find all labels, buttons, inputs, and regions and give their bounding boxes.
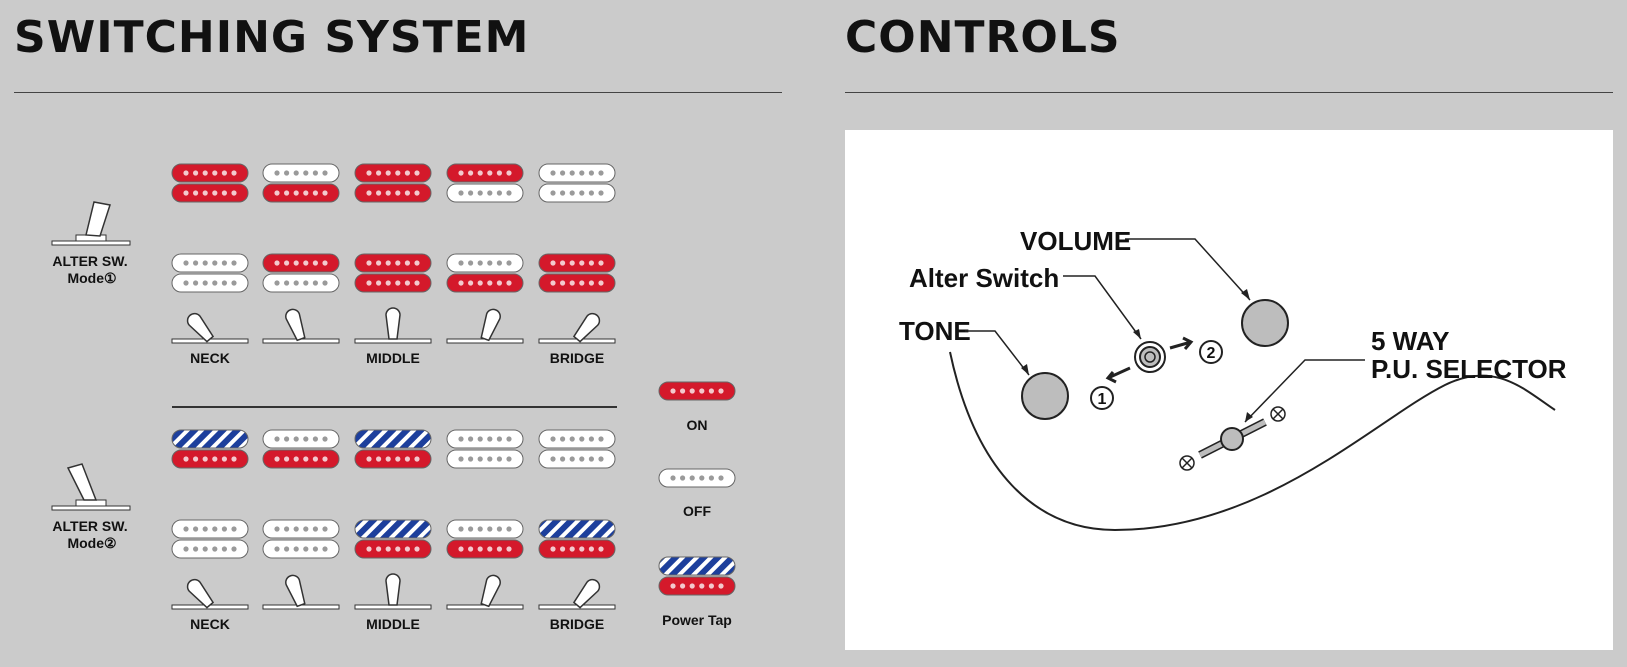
mode2-position-label-bridge: BRIDGE — [550, 616, 604, 632]
mode1-row2-pickup-2-bottom-coil — [262, 273, 340, 293]
mode1-selector-position-4-icon — [446, 308, 524, 344]
legend-off-label: OFF — [683, 503, 711, 519]
mode1-selector-position-1-icon — [171, 312, 249, 344]
mode1-selector-position-5-icon — [538, 312, 616, 344]
legend-off-coil — [658, 468, 736, 488]
legend-power-tap-top-coil — [658, 556, 736, 576]
mode1-row2-pickup-3-bottom-coil — [354, 273, 432, 293]
mode2-label-line1: ALTER SW. — [52, 518, 127, 534]
mode1-row1-pickup-5-top-coil — [538, 163, 616, 183]
controls-diagram: VOLUME Alter Switch TONE 5 WAY P.U. SELE… — [899, 226, 1567, 532]
mode1-row1-pickup-1-bottom-coil — [171, 183, 249, 203]
pickup-selector-icon — [1179, 406, 1286, 471]
tone-label: TONE — [899, 316, 971, 346]
switching-diagram: ALTER SW. Mode① ALTER SW. Mode② NECK MIDD… — [51, 163, 736, 632]
mode2-row1-pickup-1-bottom-coil — [171, 449, 249, 469]
mode1-row1-pickup-4-bottom-coil — [446, 183, 524, 203]
mode2-row1-pickup-4-top-coil — [446, 429, 524, 449]
mode2-row1-pickup-1-top-coil — [171, 429, 249, 449]
mode1-position-label-bridge: BRIDGE — [550, 350, 604, 366]
alter-switch-label: Alter Switch — [909, 263, 1059, 293]
legend: ON OFF Power Tap — [662, 417, 732, 628]
position-2-marker: 2 — [1199, 340, 1223, 364]
mode2-row2-pickup-5-bottom-coil — [538, 539, 616, 559]
mode1-label-line1: ALTER SW. — [52, 253, 127, 269]
mode2-row1-pickup-2-top-coil — [262, 429, 340, 449]
volume-knob-icon — [1241, 299, 1289, 347]
mode1-row2-pickup-1-bottom-coil — [171, 273, 249, 293]
position-arrows — [1105, 336, 1194, 384]
mode1-position-label-middle: MIDDLE — [366, 350, 420, 366]
leader-arrowheads — [1021, 289, 1253, 422]
controls-title: CONTROLS — [845, 12, 1121, 63]
guitar-body-outline — [949, 351, 1556, 532]
alter-switch-mode2-icon — [51, 463, 131, 511]
legend-on-coil — [658, 381, 736, 401]
controls-divider — [845, 92, 1613, 93]
mode1-row1-pickup-4-top-coil — [446, 163, 524, 183]
mode1-row1-pickup-1-top-coil — [171, 163, 249, 183]
mode1-position-label-neck: NECK — [190, 350, 230, 366]
mode1-selector-position-2-icon — [262, 308, 340, 344]
tone-knob-icon — [1021, 372, 1069, 420]
mode2-position-label-neck: NECK — [190, 616, 230, 632]
legend-power-tap-bottom-coil — [658, 576, 736, 596]
volume-label: VOLUME — [1020, 226, 1131, 256]
switching-system-title: SWITCHING SYSTEM — [14, 12, 530, 63]
mode2-row2-pickup-2-bottom-coil — [262, 539, 340, 559]
mode1-row1-pickup-2-top-coil — [262, 163, 340, 183]
alter-switch-icon — [1134, 341, 1166, 373]
mode2-label-line2: Mode② — [67, 535, 116, 551]
mode2-row1-pickup-3-bottom-coil — [354, 449, 432, 469]
svg-text:2: 2 — [1207, 345, 1216, 362]
mode1-row2-pickup-5-bottom-coil — [538, 273, 616, 293]
mode1-row1-pickup-2-bottom-coil — [262, 183, 340, 203]
mode1-row2-pickup-5-top-coil — [538, 253, 616, 273]
controls-diagram-panel: VOLUME Alter Switch TONE 5 WAY P.U. SELE… — [845, 130, 1613, 650]
selector-label-line2: P.U. SELECTOR — [1371, 354, 1567, 384]
selector-label-line1: 5 WAY — [1371, 326, 1450, 356]
mode2-row1-pickup-2-bottom-coil — [262, 449, 340, 469]
mode2-row2-pickup-2-top-coil — [262, 519, 340, 539]
mode1-row2-pickup-1-top-coil — [171, 253, 249, 273]
position-1-marker: 1 — [1090, 386, 1114, 410]
mode1-label-line2: Mode① — [67, 270, 116, 286]
mode2-row1-pickup-5-top-coil — [538, 429, 616, 449]
mode1-row2-pickup-3-top-coil — [354, 253, 432, 273]
mode2-row2-pickup-1-top-coil — [171, 519, 249, 539]
mode2-selector-position-3-icon — [354, 573, 432, 610]
legend-on-label: ON — [687, 417, 708, 433]
mode2-row1-pickup-5-bottom-coil — [538, 449, 616, 469]
mode2-row1-pickup-3-top-coil — [354, 429, 432, 449]
mode2-row1-pickup-4-bottom-coil — [446, 449, 524, 469]
svg-text:1: 1 — [1098, 391, 1107, 408]
mode1-row2-pickup-2-top-coil — [262, 253, 340, 273]
mode1-row1-pickup-5-bottom-coil — [538, 183, 616, 203]
mode2-selector-position-4-icon — [446, 574, 524, 610]
mode2-row2-pickup-1-bottom-coil — [171, 539, 249, 559]
mode2-selector-position-2-icon — [262, 574, 340, 610]
mode1-row2-pickup-4-top-coil — [446, 253, 524, 273]
mode2-selector-position-5-icon — [538, 578, 616, 610]
mode2-position-label-middle: MIDDLE — [366, 616, 420, 632]
switching-divider — [14, 92, 782, 93]
alter-switch-mode1-icon — [51, 201, 131, 246]
mode2-row2-pickup-5-top-coil — [538, 519, 616, 539]
mode1-row2-pickup-4-bottom-coil — [446, 273, 524, 293]
mode2-row2-pickup-4-top-coil — [446, 519, 524, 539]
mode1-selector-position-3-icon — [354, 307, 432, 344]
mode2-selector-position-1-icon — [171, 578, 249, 610]
mode1-row1-pickup-3-top-coil — [354, 163, 432, 183]
mode2-row2-pickup-3-top-coil — [354, 519, 432, 539]
legend-power-tap-label: Power Tap — [662, 612, 732, 628]
mode1-row1-pickup-3-bottom-coil — [354, 183, 432, 203]
leader-lines — [965, 238, 1365, 423]
mode2-row2-pickup-4-bottom-coil — [446, 539, 524, 559]
mode2-row2-pickup-3-bottom-coil — [354, 539, 432, 559]
